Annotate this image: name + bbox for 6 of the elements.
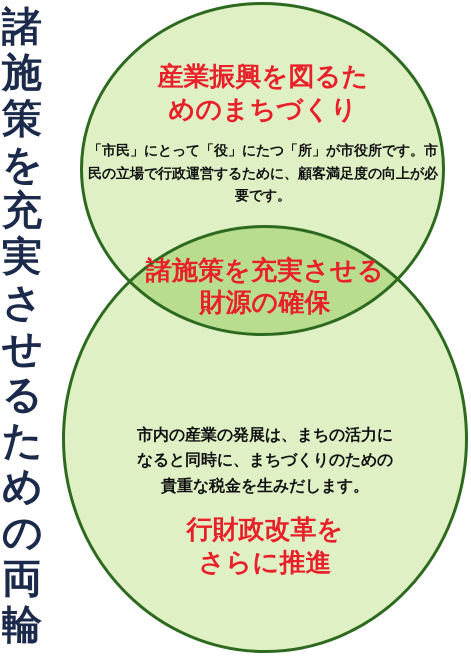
description-text: 「市民」にとって「役」にたつ「所」が市役所です。市民の立場で行政運営するために、顧客満足度の向上が必要です。 (88, 142, 438, 206)
heading-text: 行財政改革をさらに推進 (185, 514, 344, 580)
vertical-title: 諸施策を充実させるための両輪 (2, 4, 42, 648)
heading-text: 産業振興を図るためのまちづくり (157, 61, 369, 126)
description-text: 市内の産業の発展は、まちの活力になると同時に、まちづくりのための貴重な税金を生みだします。 (136, 424, 394, 497)
heading-text: 諸施策を充実させる財源の確保 (144, 254, 385, 320)
